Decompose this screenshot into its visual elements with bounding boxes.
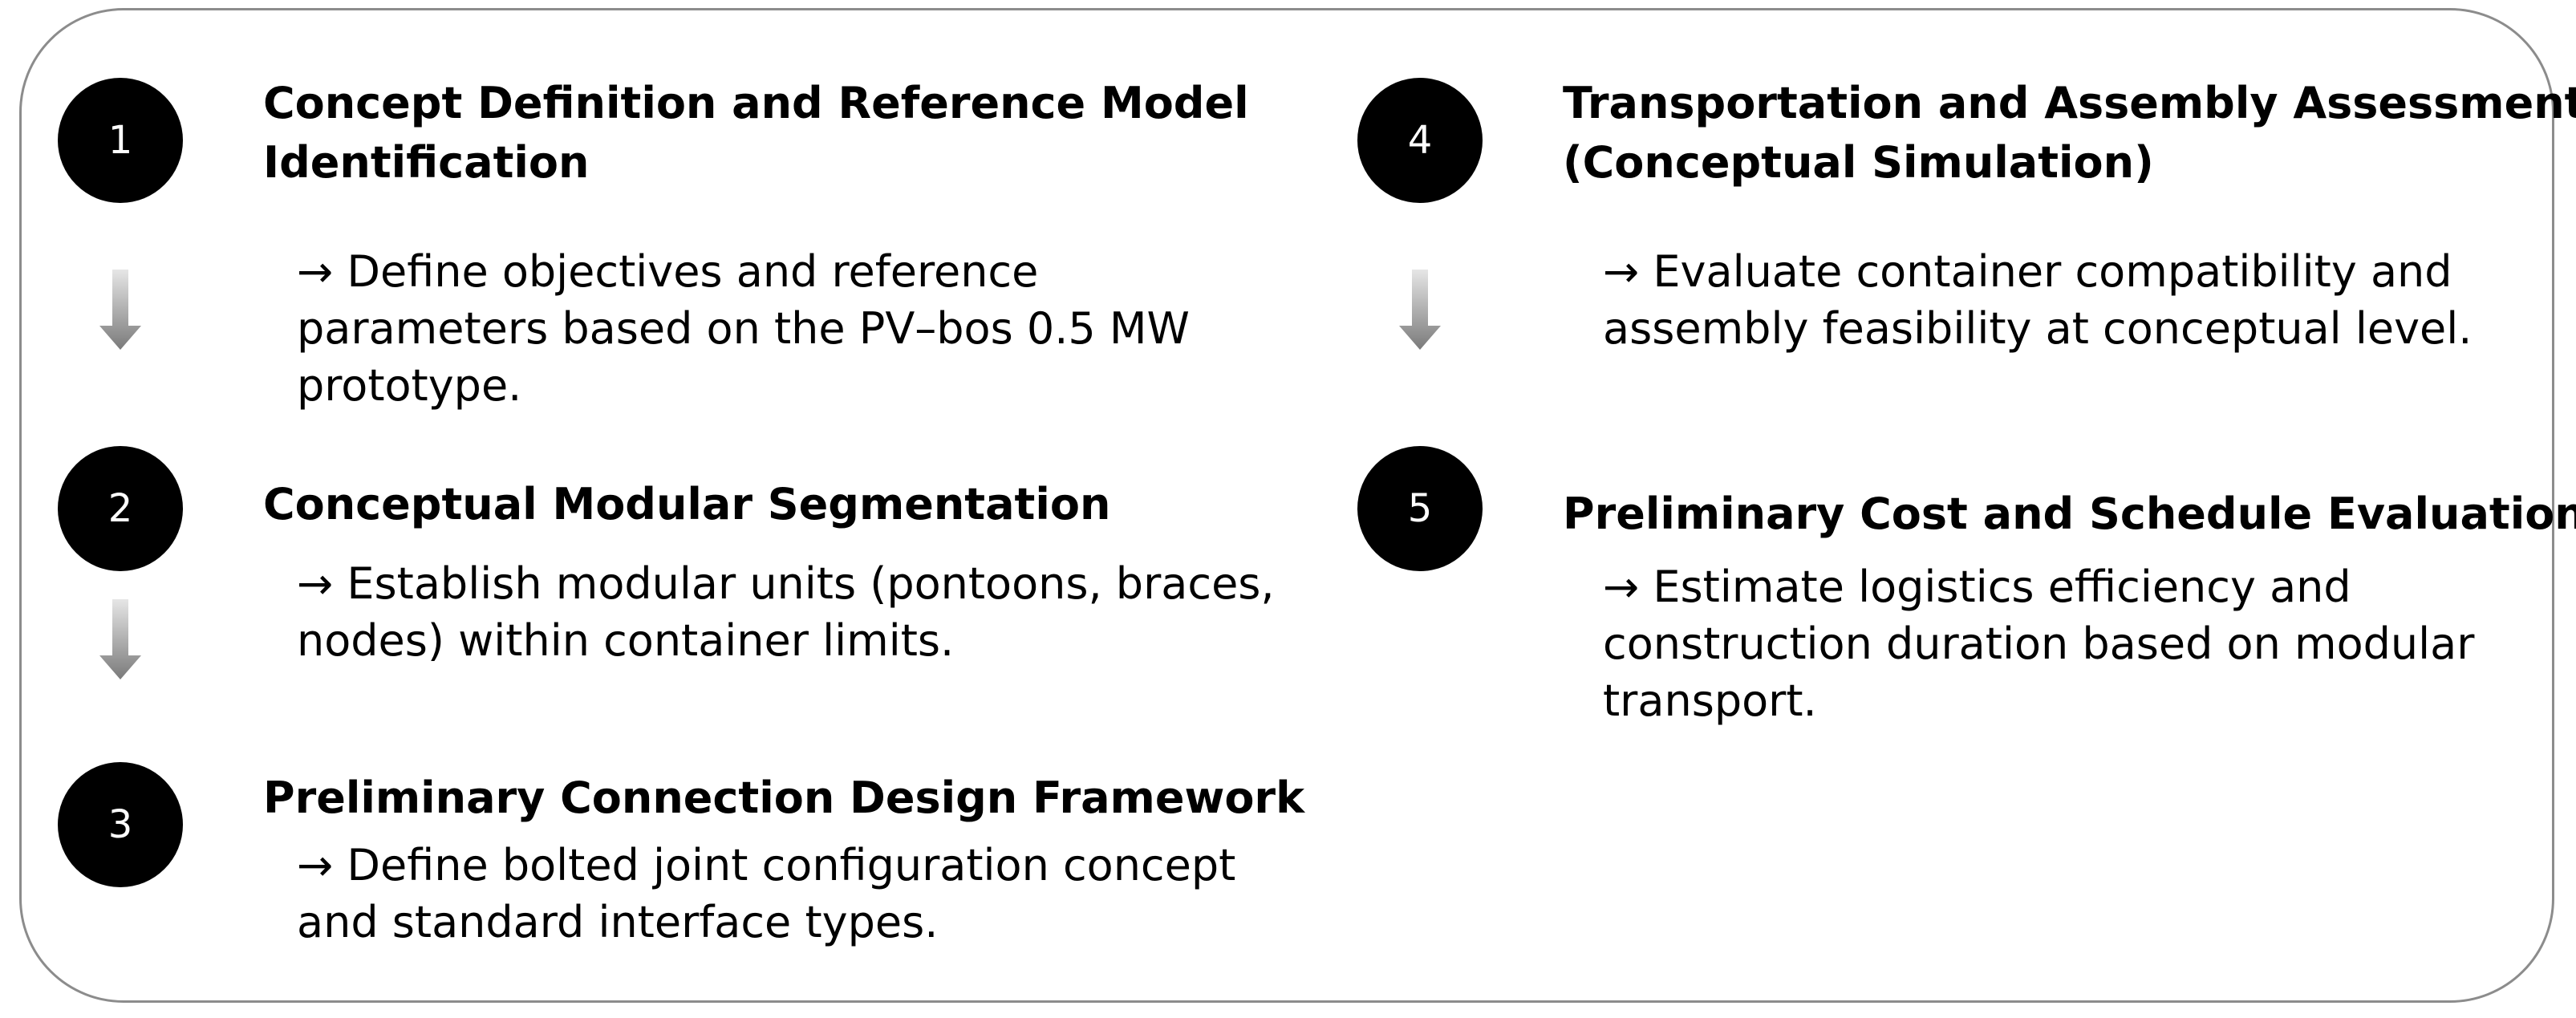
step-3-title-line-1: Preliminary Connection Design Framework bbox=[263, 773, 1304, 823]
step-1-desc-line-2: parameters based on the PV–bos 0.5 MW bbox=[297, 303, 1190, 354]
step-3-title: Preliminary Connection Design Framework bbox=[263, 769, 1304, 828]
step-1-number: 1 bbox=[58, 78, 183, 203]
process-frame bbox=[19, 8, 2554, 1003]
step-5-description: → Estimate logistics efficiency and cons… bbox=[1603, 558, 2474, 729]
step-5-desc-line-3: transport. bbox=[1603, 675, 1817, 726]
step-1-desc-line-1: → Define objectives and reference bbox=[297, 246, 1039, 297]
step-4-desc-line-1: → Evaluate container compatibility and bbox=[1603, 246, 2452, 297]
step-5-number: 5 bbox=[1357, 446, 1483, 571]
step-2-title-line-1: Conceptual Modular Segmentation bbox=[263, 479, 1111, 529]
step-1-description: → Define objectives and reference parame… bbox=[297, 243, 1190, 414]
step-2-title: Conceptual Modular Segmentation bbox=[263, 475, 1110, 534]
step-3-number: 3 bbox=[58, 762, 183, 887]
step-4-title-line-2: (Conceptual Simulation) bbox=[1563, 137, 2154, 188]
step-1-title-line-1: Concept Definition and Reference Model bbox=[263, 78, 1249, 128]
step-3-desc-line-1: → Define bolted joint configuration conc… bbox=[297, 840, 1236, 890]
step-4-desc-line-2: assembly feasibility at conceptual level… bbox=[1603, 303, 2473, 354]
step-3-description: → Define bolted joint configuration conc… bbox=[297, 837, 1235, 951]
step-2-description: → Establish modular units (pontoons, bra… bbox=[297, 555, 1275, 669]
step-4-description: → Evaluate container compatibility and a… bbox=[1603, 243, 2472, 357]
step-1-title-line-2: Identification bbox=[263, 137, 590, 188]
step-5-title: Preliminary Cost and Schedule Evaluation bbox=[1563, 485, 2576, 544]
step-5-desc-line-2: construction duration based on modular bbox=[1603, 619, 2475, 669]
step-4-title-line-1: Transportation and Assembly Assessment bbox=[1563, 78, 2576, 128]
step-2-desc-line-1: → Establish modular units (pontoons, bra… bbox=[297, 558, 1275, 609]
step-5-title-line-1: Preliminary Cost and Schedule Evaluation bbox=[1563, 489, 2576, 539]
step-2-number: 2 bbox=[58, 446, 183, 571]
down-arrow-icon bbox=[1399, 270, 1441, 350]
down-arrow-icon bbox=[99, 599, 141, 679]
step-2-desc-line-2: nodes) within container limits. bbox=[297, 615, 955, 666]
step-1-title: Concept Definition and Reference Model I… bbox=[263, 74, 1249, 193]
step-4-number: 4 bbox=[1357, 78, 1483, 203]
down-arrow-icon bbox=[99, 270, 141, 350]
step-3-desc-line-2: and standard interface types. bbox=[297, 897, 939, 947]
step-4-title: Transportation and Assembly Assessment (… bbox=[1563, 74, 2576, 193]
step-5-desc-line-1: → Estimate logistics efficiency and bbox=[1603, 562, 2351, 612]
step-1-desc-line-3: prototype. bbox=[297, 360, 522, 411]
